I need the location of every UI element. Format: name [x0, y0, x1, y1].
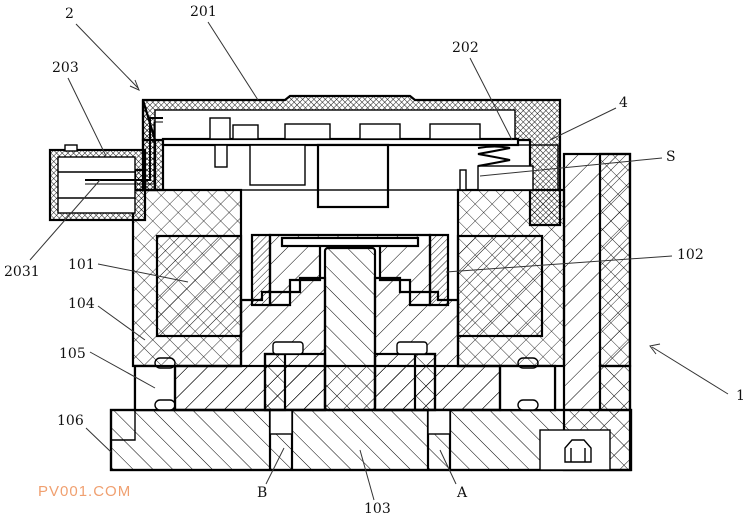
armature-102: [250, 233, 450, 307]
label-4: 4: [619, 95, 628, 111]
spool-103: [323, 246, 377, 412]
label-1: 1: [736, 388, 745, 404]
label-101: 101: [68, 257, 95, 273]
label-102: 102: [677, 247, 704, 263]
watermark: PV001.COM: [38, 483, 131, 500]
label-2: 2: [65, 6, 74, 22]
label-A: A: [456, 485, 468, 501]
label-104: 104: [68, 296, 95, 312]
label-202: 202: [452, 40, 479, 56]
label-106: 106: [57, 413, 84, 429]
label-2031: 2031: [4, 264, 40, 280]
connector-203: [48, 117, 163, 222]
coil-101: [155, 234, 544, 338]
spring-202: [477, 145, 511, 167]
label-201: 201: [190, 4, 217, 20]
mounting-bracket: [539, 152, 632, 472]
valve-seats: [263, 341, 437, 412]
circuit-board: [161, 117, 559, 209]
label-S: S: [666, 149, 676, 165]
label-B: B: [257, 485, 267, 501]
label-103: 103: [364, 501, 391, 517]
leader-lines: [29, 21, 729, 501]
label-105: 105: [59, 346, 86, 362]
label-203: 203: [52, 60, 79, 76]
